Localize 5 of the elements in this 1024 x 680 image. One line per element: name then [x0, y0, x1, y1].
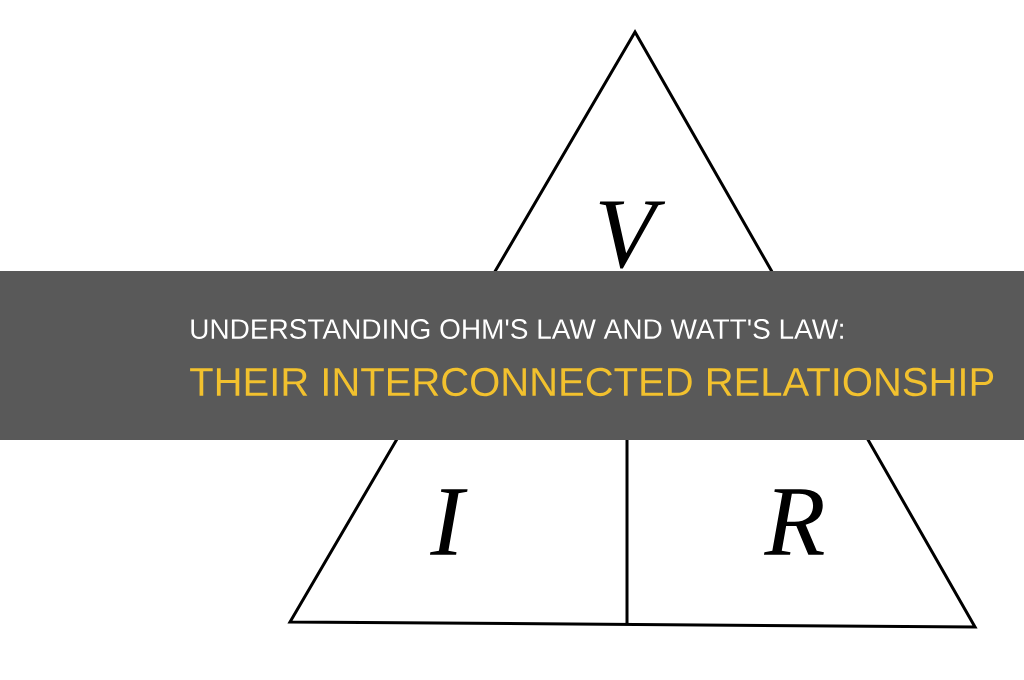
- variable-letter: V: [599, 201, 666, 269]
- variable-letter: R: [763, 489, 824, 555]
- variable-letter: I: [429, 489, 468, 555]
- banner-subheading: THEIR INTERCONNECTED RELATIONSHIP: [190, 367, 994, 397]
- banner-heading: UNDERSTANDING OHM'S LAW AND WATT'S LAW:: [191, 319, 843, 339]
